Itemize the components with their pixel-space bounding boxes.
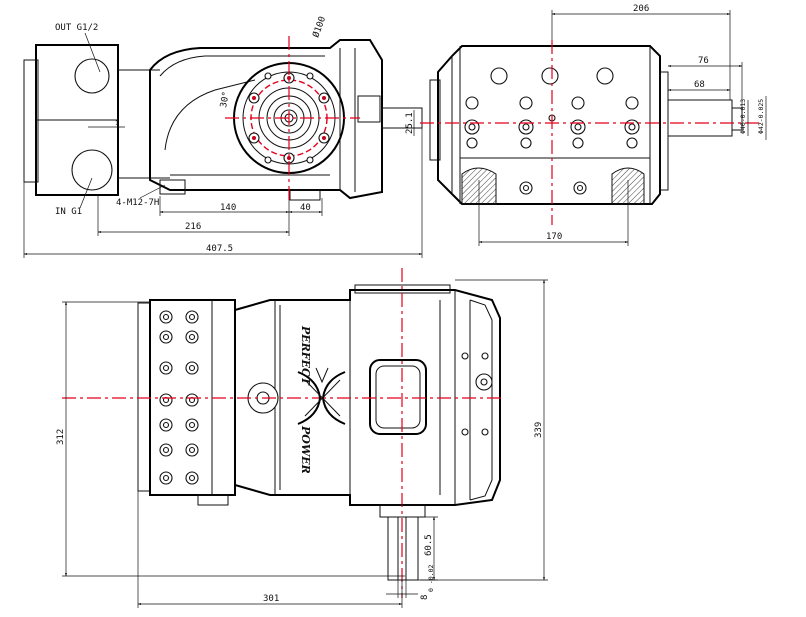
side-bolts — [461, 352, 493, 436]
dim-25-1: 25.1 — [405, 112, 415, 134]
outlet-port — [74, 58, 110, 94]
flange-dia-label: Ø100 — [310, 15, 328, 39]
side-shaft — [381, 107, 423, 129]
tiny-mark-label: 1 — [115, 119, 119, 127]
dim-60-5: 60.5 — [424, 534, 434, 556]
pump-body — [149, 39, 383, 200]
brand-text-bottom: POWER — [299, 425, 312, 474]
dim-206: 206 — [633, 4, 649, 14]
key-width-label: 8 — [420, 595, 430, 600]
dim-216: 216 — [185, 222, 201, 232]
dim-312: 312 — [56, 429, 66, 445]
bottom-plug — [197, 494, 229, 506]
inlet-port — [71, 149, 113, 191]
key-tolerance-label: 0 -0.02 — [427, 565, 435, 592]
end-shaft — [667, 99, 733, 137]
tol-label-2: Φ42-0.025 — [757, 99, 765, 134]
inspection-window — [369, 359, 427, 435]
tol-label-1: Φ40-0.013 — [739, 99, 747, 134]
top-body — [234, 289, 501, 506]
dim-40: 40 — [300, 203, 311, 213]
dim-339: 339 — [534, 422, 544, 438]
end-face-holes — [464, 67, 640, 195]
top-view: PERFECT POWER 312 339 301 60.5 8 — [56, 268, 548, 608]
dim-301: 301 — [263, 594, 279, 604]
side-view: OUT G1/2 IN G1 4-M12-7H Ø100 30° 1 140 4… — [23, 15, 423, 258]
brand-text-top: PERFECT — [299, 325, 312, 386]
dim-170: 170 — [546, 232, 562, 242]
angle-label: 30° — [219, 91, 232, 109]
brand-logo-icon — [297, 367, 346, 425]
dim-68: 68 — [694, 80, 705, 90]
out-port-label: OUT G1/2 — [55, 23, 98, 33]
dim-140: 140 — [220, 203, 236, 213]
dim-407-5: 407.5 — [206, 244, 233, 254]
dim-76: 76 — [698, 56, 709, 66]
end-body — [437, 45, 661, 205]
flange-bolt-holes — [248, 72, 330, 164]
in-port-label: IN G1 — [55, 207, 82, 217]
top-shaft — [387, 516, 419, 581]
end-view: 206 76 68 25.1 Φ40-0.013 Φ42-0.025 170 — [405, 4, 767, 246]
bolt-thread-label: 4-M12-7H — [116, 198, 159, 208]
manifold-bolts — [159, 310, 199, 485]
